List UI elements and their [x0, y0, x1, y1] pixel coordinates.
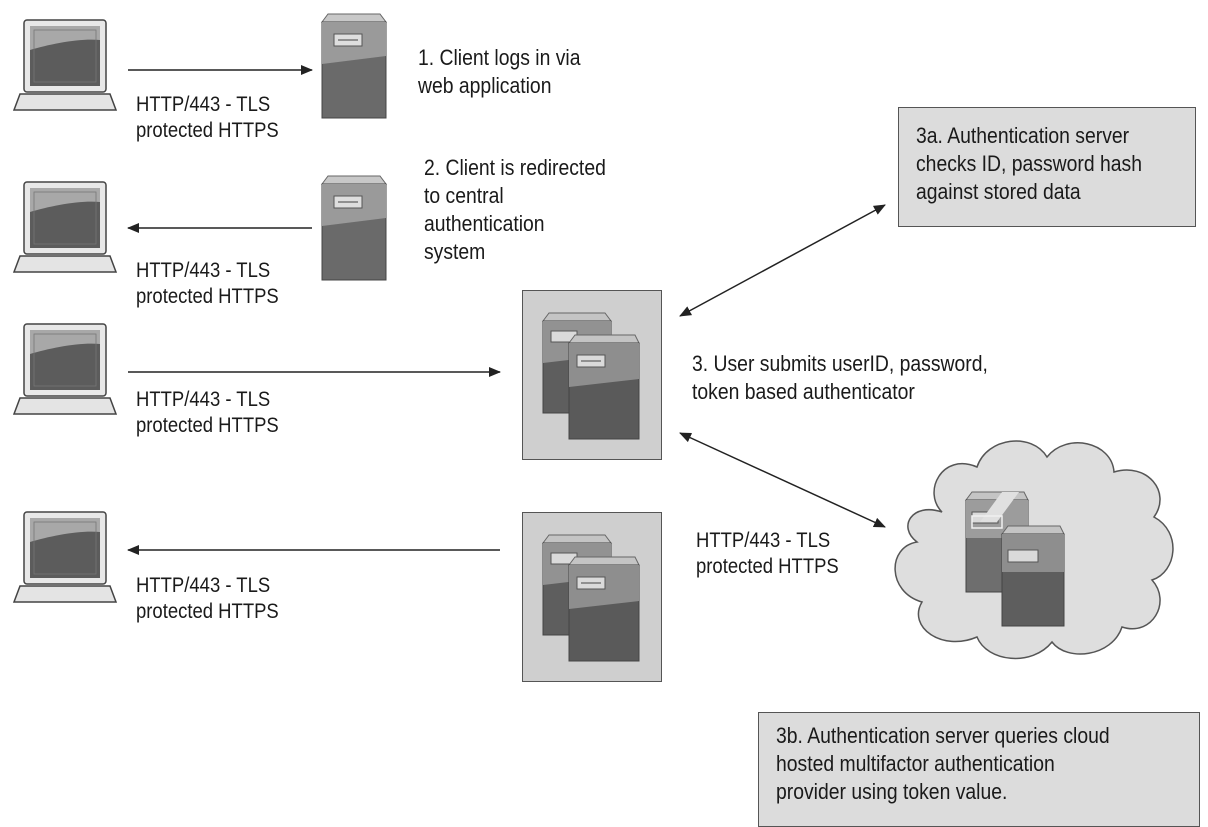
step-3b-box [758, 712, 1200, 827]
laptop-icon [12, 181, 118, 273]
laptop-icon [12, 19, 118, 111]
cloud-icon [894, 440, 1174, 660]
response-server-box [522, 512, 662, 682]
laptop-icon [12, 511, 118, 603]
web-server-icon [321, 13, 387, 119]
server-cluster-icon [542, 534, 640, 662]
step-3a-box [898, 107, 1196, 227]
arrow-auth-to-server-3a [679, 204, 886, 317]
central-auth-server-box [522, 290, 662, 460]
step-3-caption: 3. User submits userID, password,token b… [692, 351, 988, 404]
laptop-icon [12, 323, 118, 415]
arrow-auth-to-cloud-3b [679, 432, 886, 528]
server-cluster-icon [542, 312, 640, 440]
auth-redirect-server-icon [321, 175, 387, 281]
